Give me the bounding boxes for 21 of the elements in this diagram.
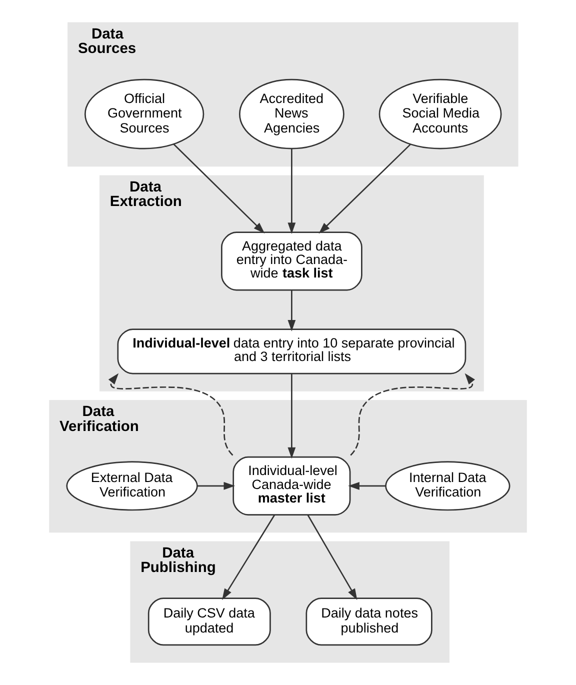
arrow (173, 144, 265, 234)
node-box: Daily data notes published (306, 598, 432, 646)
arrow (350, 373, 475, 456)
node-box: Individual-level Canada-wide master list (232, 456, 351, 516)
arrow (348, 482, 386, 490)
arrow (288, 374, 296, 459)
arrow (197, 482, 236, 490)
node-box: Daily CSV data updated (148, 598, 271, 646)
arrow (288, 148, 296, 234)
node-ellipse: Accredited News Agencies (239, 78, 344, 150)
node-box: Aggregated data entry into Canada-wide task list (221, 232, 362, 291)
node-ellipse: Official Government Sources (84, 78, 204, 150)
node-box: Individual-level data entry into 10 separate provincial and 3 territorial lists (117, 328, 466, 374)
arrow (222, 514, 275, 600)
node-ellipse: Internal Data Verification (385, 461, 510, 511)
arrow (318, 144, 411, 234)
arrow (108, 373, 234, 456)
arrow (288, 290, 296, 332)
node-ellipse: Verifiable Social Media Accounts (378, 78, 502, 150)
node-ellipse: External Data Verification (66, 461, 198, 511)
arrow (307, 514, 358, 600)
